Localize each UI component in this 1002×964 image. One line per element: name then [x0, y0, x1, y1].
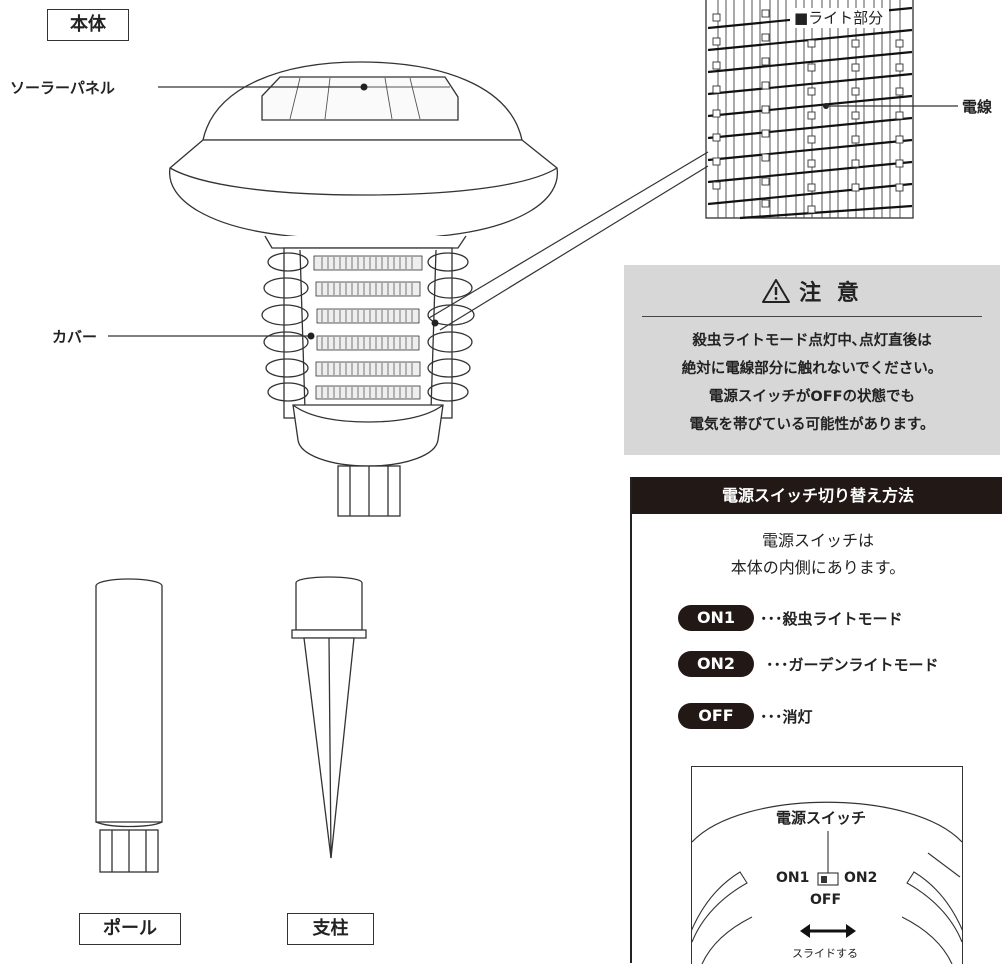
caution-line: 電気を帯びている可能性があります。 [689, 417, 935, 433]
solar-panel-callout: ソーラーパネル [10, 79, 115, 97]
switch-instructions-panel: 電源スイッチ切り替え方法 電源スイッチは 本体の内側にあります。 ON1 ･･･殺… [630, 477, 1002, 964]
switch-panel-description: 電源スイッチは 本体の内側にあります。 [632, 527, 1002, 581]
switch-off-label: OFF [810, 892, 842, 908]
mode-row-on2: ON2 ･･･ガーデンライトモード [678, 651, 939, 679]
caution-title: 注 意 [624, 275, 1000, 307]
switch-on2-label: ON2 [844, 870, 878, 886]
main-body-label: 本体 [47, 9, 129, 41]
mode-description: ･･･殺虫ライトモード [760, 609, 903, 628]
solar-panel [261, 76, 459, 121]
switch-diagram-art [692, 801, 962, 964]
switch-panel-title: 電源スイッチ切り替え方法 [632, 477, 1002, 514]
mode-badge-on1: ON1 [678, 605, 754, 631]
caution-line: 絶対に電線部分に触れないでください。 [681, 361, 943, 377]
light-section-label: ■ライト部分 [790, 8, 890, 28]
lamp-body [169, 61, 558, 517]
warning-triangle-icon [762, 279, 791, 303]
stake-illustration [291, 576, 367, 859]
mode-description: ･･･消灯 [760, 707, 813, 726]
lamp-base [292, 404, 444, 467]
caution-line: 殺虫ライトモード点灯中､点灯直後は [692, 333, 932, 349]
switch-on1-label: ON1 [776, 870, 810, 886]
lamp-brim [169, 139, 558, 241]
description-line: 本体の内側にあります。 [730, 558, 906, 577]
mode-row-on1: ON1 ･･･殺虫ライトモード [678, 605, 903, 633]
mode-badge-on2: ON2 [678, 651, 754, 677]
mode-description: ･･･ガーデンライトモード [766, 655, 939, 674]
stake-label: 支柱 [287, 913, 374, 945]
caution-line: 電源スイッチがOFFの状態でも [708, 389, 916, 405]
pole-illustration [95, 578, 163, 873]
mode-row-off: OFF ･･･消灯 [678, 703, 813, 731]
caution-divider [642, 316, 982, 317]
cover-callout: カバー [52, 328, 98, 346]
caution-box: 注 意 殺虫ライトモード点灯中､点灯直後は 絶対に電線部分に触れないでください。… [624, 265, 1000, 455]
mode-badge-off: OFF [678, 703, 754, 729]
light-wire-inset [705, 0, 914, 220]
caution-text: 殺虫ライトモード点灯中､点灯直後は 絶対に電線部分に触れないでください。 電源ス… [624, 327, 1000, 439]
pole-label: ポール [79, 913, 181, 945]
description-line: 電源スイッチは [761, 531, 874, 550]
switch-label: 電源スイッチ [776, 809, 867, 827]
electric-wire-callout: 電線 [962, 98, 993, 116]
slide-label: スライドする [792, 947, 858, 960]
switch-location-diagram: 電源スイッチ ON1 ON2 OFF スライドする [691, 766, 963, 964]
caution-title-text: 注 意 [799, 281, 863, 306]
